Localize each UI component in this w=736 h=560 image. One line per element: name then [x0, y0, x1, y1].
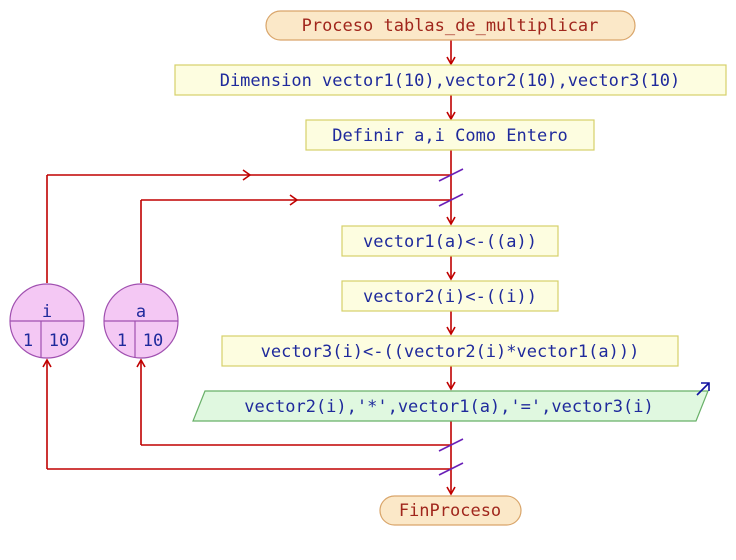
junction-mark-inner-bottom: [438, 438, 464, 452]
inner-loop-direction-arrow: [289, 194, 299, 206]
outer-loop-direction-arrow: [242, 169, 252, 181]
assign-vector1-label: vector1(a)<-((a)): [363, 232, 537, 252]
define-process-label: Definir a,i Como Entero: [332, 126, 567, 146]
output-label: vector2(i),'*',vector1(a),'=',vector3(i): [244, 397, 653, 417]
loop-i-to: 10: [49, 331, 69, 351]
loop-a-to: 10: [143, 331, 163, 351]
dimension-process-label: Dimension vector1(10),vector2(10),vector…: [220, 71, 681, 91]
inner-loop-lines: [136, 194, 451, 446]
loop-a-from: 1: [117, 331, 127, 351]
outer-loop-lines: [42, 169, 451, 470]
junction-marks: [438, 168, 464, 476]
assign-vector3-box: vector3(i)<-((vector2(i)*vector1(a))): [221, 335, 679, 367]
dimension-process-box: Dimension vector1(10),vector2(10),vector…: [174, 64, 727, 96]
start-terminal: Proceso tablas_de_multiplicar: [265, 10, 636, 41]
loop-a-variable: a: [136, 302, 146, 322]
junction-mark-outer-bottom: [438, 462, 464, 476]
loop-i-from: 1: [23, 331, 33, 351]
loop-i-variable: i: [42, 302, 52, 322]
output-arrow-icon: [696, 382, 710, 396]
assign-vector1-box: vector1(a)<-((a)): [341, 225, 559, 257]
start-terminal-label: Proceso tablas_de_multiplicar: [302, 16, 599, 36]
junction-mark-outer-top: [438, 168, 464, 182]
loop-circle-i: i 1 10: [9, 283, 85, 359]
output-parallelogram: vector2(i),'*',vector1(a),'=',vector3(i): [192, 382, 710, 422]
assign-vector2-label: vector2(i)<-((i)): [363, 287, 537, 307]
junction-mark-inner-top: [438, 193, 464, 207]
end-terminal: FinProceso: [379, 495, 522, 526]
assign-vector2-box: vector2(i)<-((i)): [341, 280, 559, 312]
end-terminal-label: FinProceso: [399, 501, 501, 521]
loop-circle-a: a 1 10: [103, 283, 179, 359]
define-process-box: Definir a,i Como Entero: [305, 119, 595, 151]
assign-vector3-label: vector3(i)<-((vector2(i)*vector1(a))): [261, 342, 640, 362]
